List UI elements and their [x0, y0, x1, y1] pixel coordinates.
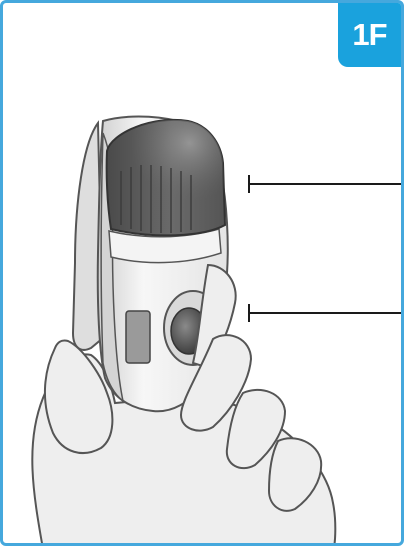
step-badge: 1F — [338, 3, 401, 67]
dose-counter-window — [126, 311, 150, 363]
inhaler-diagram — [3, 3, 404, 546]
mouthpiece-cap-shine — [107, 120, 225, 236]
callout-pointer-dial — [249, 304, 404, 322]
callout-pointer-cap — [249, 175, 404, 193]
callout-lines — [249, 175, 404, 322]
